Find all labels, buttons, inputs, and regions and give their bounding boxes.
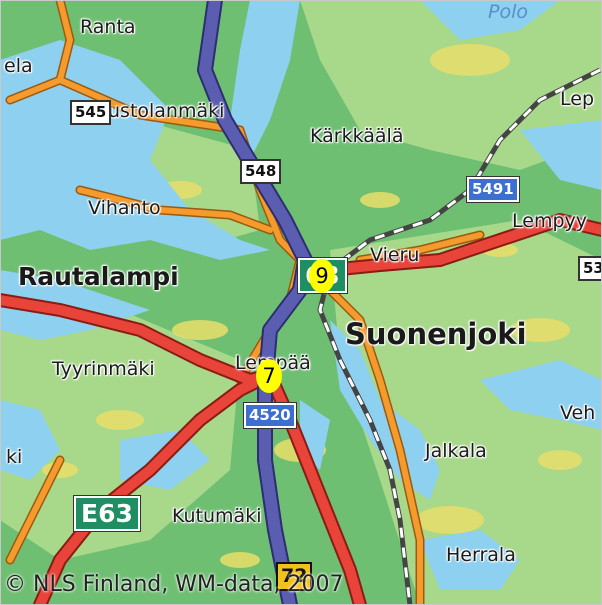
main-roads bbox=[0, 213, 602, 605]
place-suonenjoki: Suonenjoki bbox=[345, 317, 527, 351]
place-ustolanmaki: ustolanmäki bbox=[108, 100, 225, 122]
map-marker-9[interactable]: 9 bbox=[309, 259, 335, 293]
place-veh: Veh bbox=[560, 402, 596, 424]
place-kutumaki: Kutumäki bbox=[172, 505, 262, 527]
road-shield-545: 545 bbox=[70, 100, 112, 125]
place-vieru: Vieru bbox=[370, 244, 420, 266]
road-shield-5491: 5491 bbox=[467, 177, 519, 202]
road-shield-548: 548 bbox=[240, 159, 282, 184]
place-ki: ki bbox=[6, 446, 23, 468]
place-jalkala: Jalkala bbox=[425, 440, 487, 462]
map-copyright: © NLS Finland, WM-data, 2007 bbox=[4, 572, 344, 597]
road-shield-e63: E63 bbox=[74, 496, 140, 531]
road-shield-4520: 4520 bbox=[244, 403, 296, 428]
field-areas bbox=[42, 44, 582, 568]
place-ela: ela bbox=[4, 55, 33, 77]
place-rautalampi: Rautalampi bbox=[18, 262, 179, 291]
road-shield-72: 72 bbox=[276, 562, 313, 591]
place-vihanto: Vihanto bbox=[88, 197, 161, 219]
place-lempyy: Lempyy bbox=[512, 210, 587, 232]
place-lep: Lep bbox=[560, 88, 595, 110]
place-polo: Polo bbox=[488, 1, 528, 23]
place-tyyrinmaki: Tyyrinmäki bbox=[52, 358, 155, 380]
place-karkkaala: Kärkkäälä bbox=[310, 125, 404, 147]
map-marker-7[interactable]: 7 bbox=[256, 359, 282, 393]
road-shield-53: 53 bbox=[578, 256, 602, 281]
place-ranta: Ranta bbox=[80, 16, 136, 38]
place-herrala: Herrala bbox=[446, 544, 516, 566]
